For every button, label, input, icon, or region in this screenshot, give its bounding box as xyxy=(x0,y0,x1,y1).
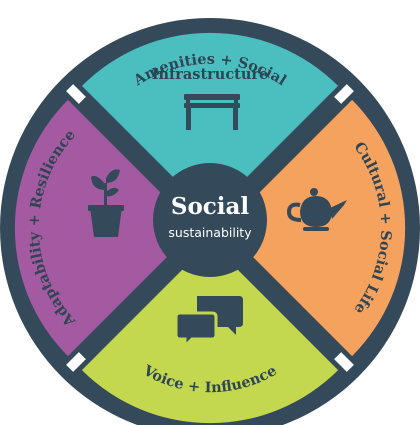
segment-amenities xyxy=(81,32,339,214)
center-circle xyxy=(153,163,267,277)
speech-bubbles-icon xyxy=(174,296,243,350)
center-subtitle: sustainability xyxy=(168,225,252,240)
bench-icon xyxy=(184,94,240,130)
potted-plant-icon xyxy=(88,169,124,237)
center-title: Social xyxy=(171,193,250,220)
teapot-icon xyxy=(286,188,347,231)
ring-gaps xyxy=(66,84,354,372)
label-amenities-line2: Infrastructure xyxy=(152,66,269,83)
